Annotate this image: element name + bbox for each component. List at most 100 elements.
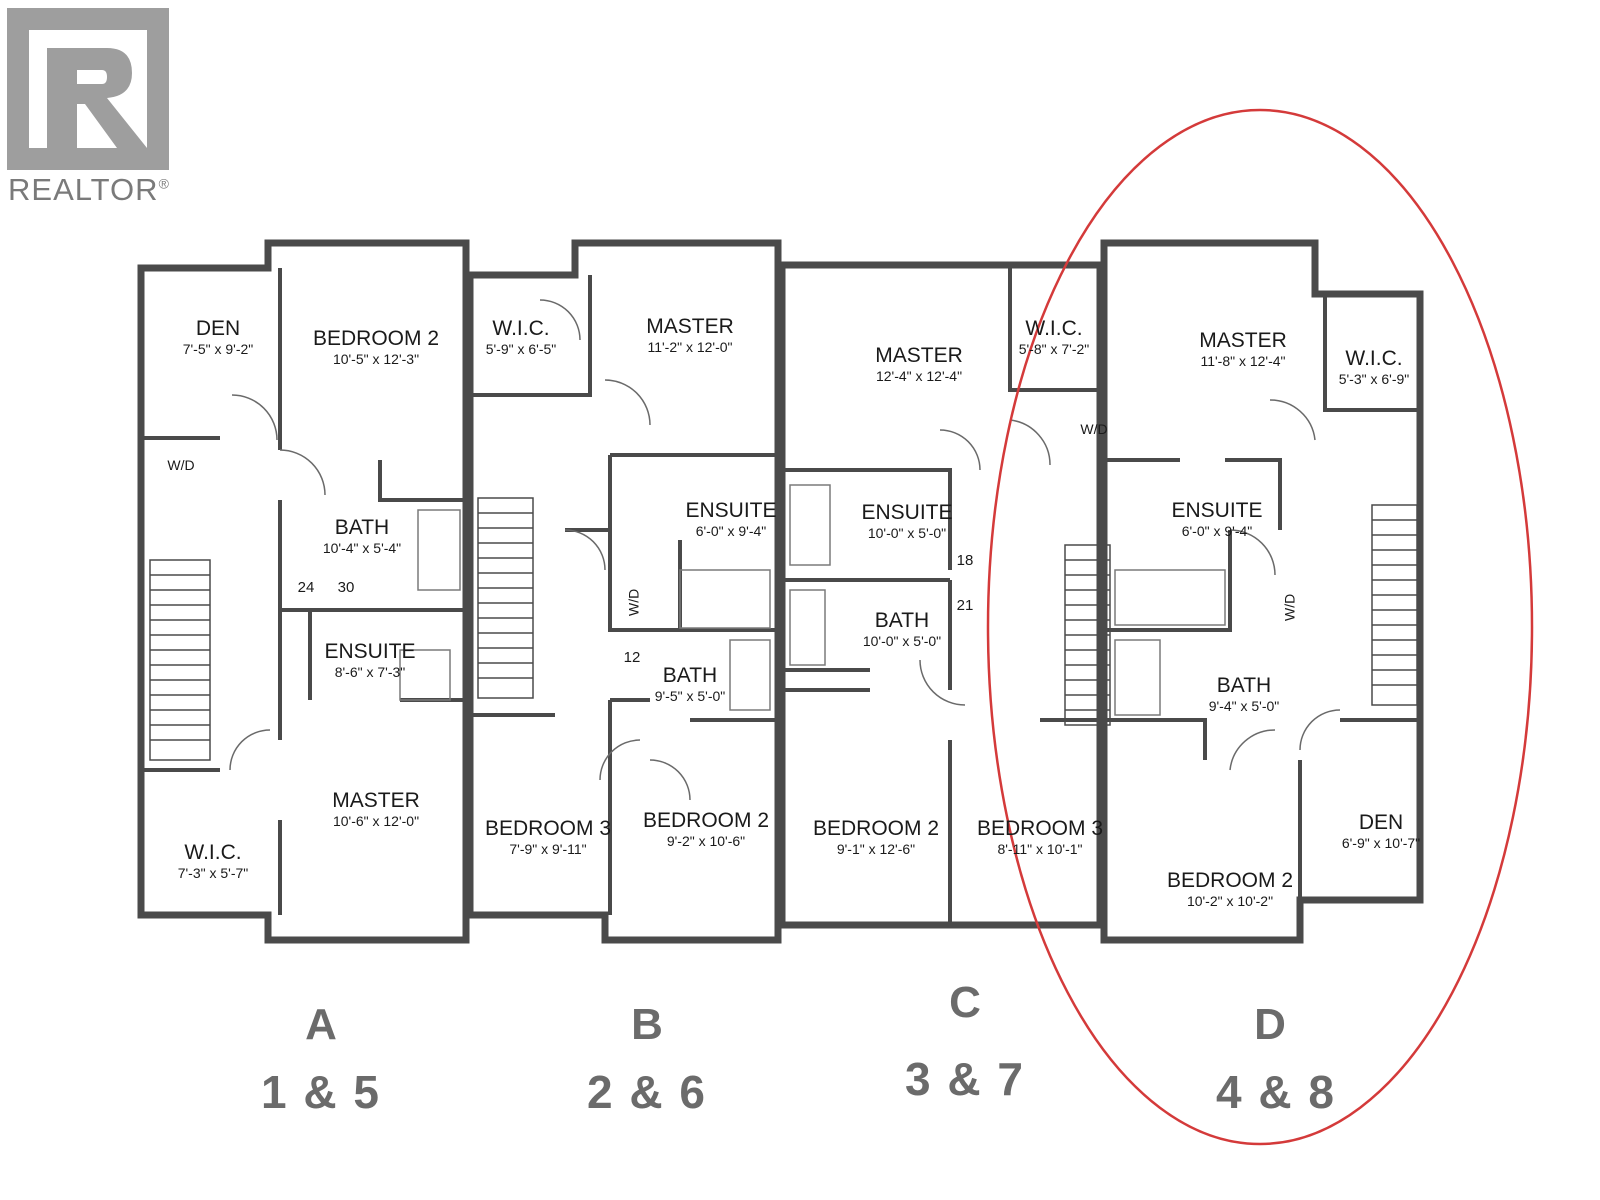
unit-d-numbers: 4 & 8 (1216, 1066, 1336, 1118)
room-dims: 8'-6" x 7'-3" (334, 664, 406, 681)
unit-d-letter: D (1254, 1000, 1286, 1049)
room-dims: 5'-3" x 6'-9" (1338, 371, 1410, 388)
unit-a-letter: A (305, 1000, 337, 1049)
room-name: MASTER (875, 344, 963, 367)
room-name: BEDROOM 2 (1166, 869, 1294, 892)
room-name: MASTER (332, 789, 420, 812)
room-name: BATH (662, 664, 718, 687)
room-name: BEDROOM 2 (812, 817, 940, 840)
stairs (149, 497, 1418, 761)
room-dims: 5'-8" x 7'-2" (1018, 341, 1090, 358)
room-name: BATH (1216, 674, 1272, 697)
unit-c-room-wic: W.I.C.5'-8" x 7'-2" (1018, 317, 1090, 358)
room-dims: 11'-2" x 12'-0" (647, 339, 733, 356)
room-name: ENSUITE (861, 501, 953, 524)
unit-a-laundry: W/D (167, 457, 195, 473)
door-swings (229, 299, 1341, 801)
registered-mark: ® (158, 175, 170, 192)
room-dims: 7'-9" x 9'-11" (509, 841, 587, 858)
unit-c-letter: C (949, 978, 981, 1027)
fixture-number: 18 (956, 552, 974, 569)
unit-d-highlight-ellipse (986, 108, 1534, 1146)
room-dims: 9'-5" x 5'-0" (654, 688, 726, 705)
room-dims: 10'-0" x 5'-0" (862, 633, 942, 650)
room-dims: 10'-4" x 5'-4" (322, 540, 402, 557)
room-dims: 10'-6" x 12'-0" (332, 813, 420, 830)
room-name: BEDROOM 3 (976, 817, 1104, 840)
fixture-number: 30 (337, 579, 355, 596)
room-name: BEDROOM 2 (642, 809, 770, 832)
room-name: MASTER (646, 315, 734, 338)
room-name: BATH (874, 609, 930, 632)
room-dims: 10'-0" x 5'-0" (867, 525, 947, 542)
room-dims: 9'-1" x 12'-6" (836, 841, 916, 858)
unit-d-room-wic: W.I.C.5'-3" x 6'-9" (1338, 347, 1410, 388)
room-name: BATH (334, 516, 390, 539)
room-dims: 10'-2" x 10'-2" (1186, 893, 1274, 910)
fixture-number: 12 (623, 649, 641, 666)
room-dims: 6'-0" x 9'-4" (695, 523, 767, 540)
fixture-number: 21 (956, 597, 974, 614)
room-name: DEN (1358, 811, 1404, 834)
room-name: W.I.C. (492, 317, 550, 340)
realtor-logo-text: REALTOR® (8, 172, 170, 208)
unit-b-room-wic: W.I.C.5'-9" x 6'-5" (485, 317, 557, 358)
room-name: DEN (195, 317, 241, 340)
room-name: ENSUITE (685, 499, 777, 522)
unit-b-numbers: 2 & 6 (587, 1066, 707, 1118)
unit-a-room-wic: W.I.C.7'-3" x 5'-7" (177, 841, 249, 882)
room-name: ENSUITE (324, 640, 416, 663)
room-dims: 11'-8" x 12'-4" (1200, 353, 1286, 370)
room-dims: 10'-5" x 12'-3" (332, 351, 420, 368)
realtor-logo-mark (7, 8, 169, 170)
room-dims: 5'-9" x 6'-5" (485, 341, 557, 358)
unit-b-letter: B (631, 1000, 663, 1049)
room-name: ENSUITE (1171, 499, 1263, 522)
logo-text: REALTOR (8, 172, 159, 207)
room-name: BEDROOM 2 (312, 327, 440, 350)
room-dims: 6'-0" x 9'-4" (1181, 523, 1253, 540)
room-dims: 9'-4" x 5'-0" (1208, 698, 1280, 715)
room-name: W.I.C. (184, 841, 242, 864)
room-dims: 6'-9" x 10'-7" (1341, 835, 1421, 852)
room-name: BEDROOM 3 (484, 817, 612, 840)
room-name: W.I.C. (1345, 347, 1403, 370)
room-name: W.I.C. (1025, 317, 1083, 340)
room-dims: 7'-3" x 5'-7" (177, 865, 249, 882)
room-dims: 12'-4" x 12'-4" (875, 368, 963, 385)
fixtures (399, 484, 1226, 716)
room-dims: 7'-5" x 9'-2" (182, 341, 254, 358)
exterior-walls (137, 239, 1424, 944)
room-name: MASTER (1199, 329, 1287, 352)
unit-c-numbers: 3 & 7 (905, 1053, 1025, 1105)
room-dims: 9'-2" x 10'-6" (666, 833, 746, 850)
unit-b-laundry: W/D (625, 588, 642, 616)
unit-a-numbers: 1 & 5 (261, 1066, 381, 1118)
unit-c-laundry: W/D (1080, 421, 1108, 437)
room-dims: 8'-11" x 10'-1" (997, 841, 1083, 858)
unit-d-laundry: W/D (1281, 593, 1298, 621)
fixture-number: 24 (297, 579, 315, 596)
